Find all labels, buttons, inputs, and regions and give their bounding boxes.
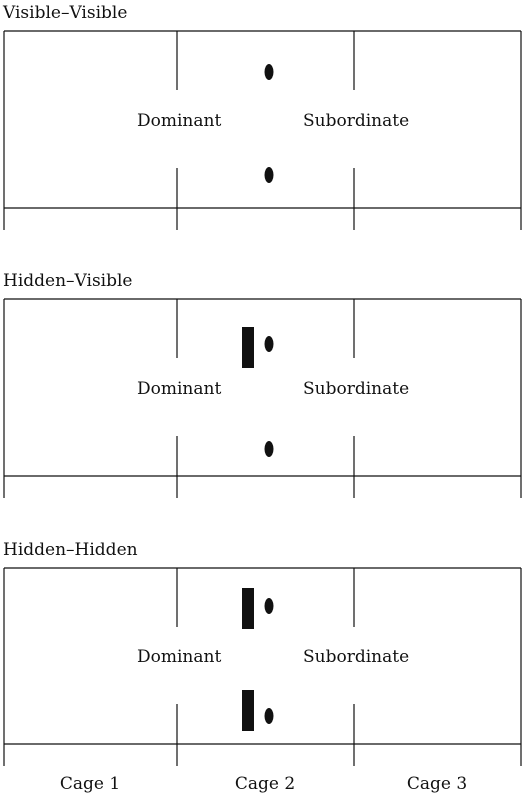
food-item-bottom — [264, 708, 274, 724]
occluder-barrier-top — [242, 588, 254, 629]
cage-outline — [3, 30, 522, 230]
cage-outline — [3, 298, 522, 498]
panel-title: Hidden–Hidden — [3, 540, 138, 560]
subordinate-label: Subordinate — [303, 647, 409, 667]
dominant-label: Dominant — [137, 647, 221, 667]
cage-1-label: Cage 1 — [60, 774, 120, 794]
cage-labels: Cage 1 Cage 2 Cage 3 — [60, 774, 467, 794]
food-item-top — [264, 336, 274, 352]
cage-outline — [3, 567, 522, 766]
panel-visible-visible: Visible–Visible Dominant Subordinate — [2, 3, 522, 230]
panel-hidden-visible: Hidden–Visible Dominant Subordinate — [3, 271, 522, 498]
food-item-bottom — [264, 167, 274, 183]
food-item-bottom — [264, 441, 274, 457]
dominant-label: Dominant — [137, 379, 221, 399]
cage-2-label: Cage 2 — [235, 774, 295, 794]
cage-3-label: Cage 3 — [407, 774, 467, 794]
dominant-label: Dominant — [137, 111, 221, 131]
panel-hidden-hidden: Hidden–Hidden Dominant Subordinate — [3, 540, 522, 766]
occluder-barrier-top — [242, 327, 254, 368]
food-item-top — [264, 598, 274, 614]
food-item-top — [264, 64, 274, 80]
subordinate-label: Subordinate — [303, 379, 409, 399]
panel-title: Visible–Visible — [2, 3, 127, 23]
panel-title: Hidden–Visible — [3, 271, 133, 291]
subordinate-label: Subordinate — [303, 111, 409, 131]
occluder-barrier-bottom — [242, 690, 254, 731]
